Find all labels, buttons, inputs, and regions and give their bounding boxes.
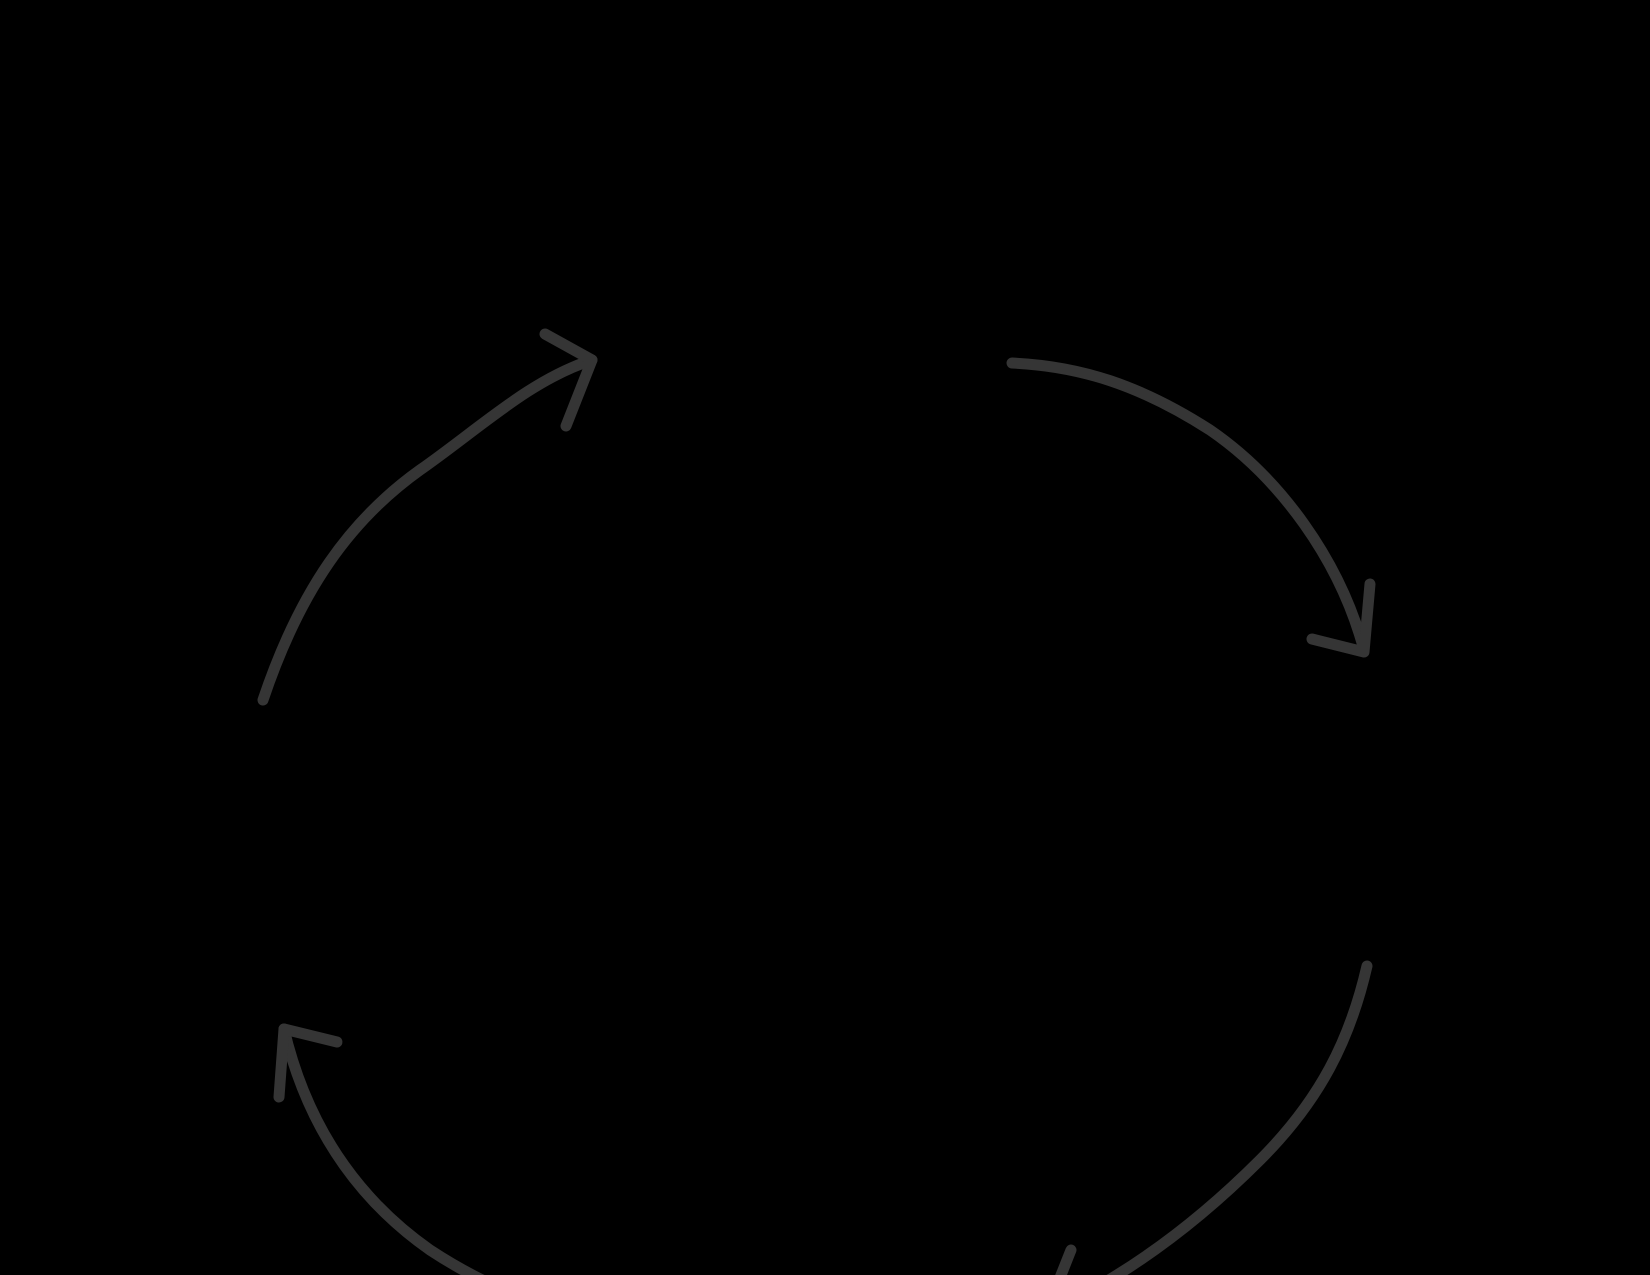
cycle-arrow-bottom-right-icon	[1055, 960, 1373, 1275]
cycle-arrow-top-left-icon	[257, 328, 598, 706]
cycle-arrow-top-right-icon	[1006, 357, 1376, 658]
cycle-arrow-bottom-left-icon	[273, 1023, 485, 1275]
